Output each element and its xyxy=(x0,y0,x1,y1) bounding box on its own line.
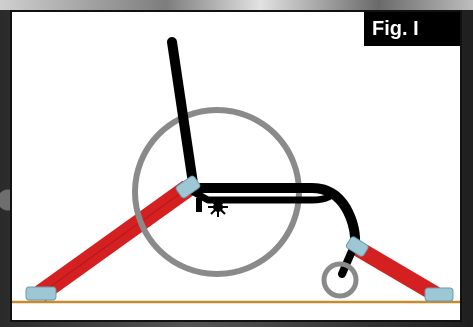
top-photo-strip xyxy=(0,0,473,10)
seat-latch xyxy=(196,198,202,212)
armrest-frame xyxy=(200,188,355,244)
diagram-panel: Fig. I xyxy=(10,10,462,322)
figure-label: Fig. I xyxy=(364,12,460,46)
left-strut-foot-cap xyxy=(26,287,56,300)
sun-burst-axle-icon xyxy=(208,197,228,217)
wheelchair-diagram xyxy=(12,12,462,322)
left-strut-outline xyxy=(40,188,188,294)
right-support-strut xyxy=(357,248,437,295)
right-strut-foot-cap xyxy=(425,288,453,301)
